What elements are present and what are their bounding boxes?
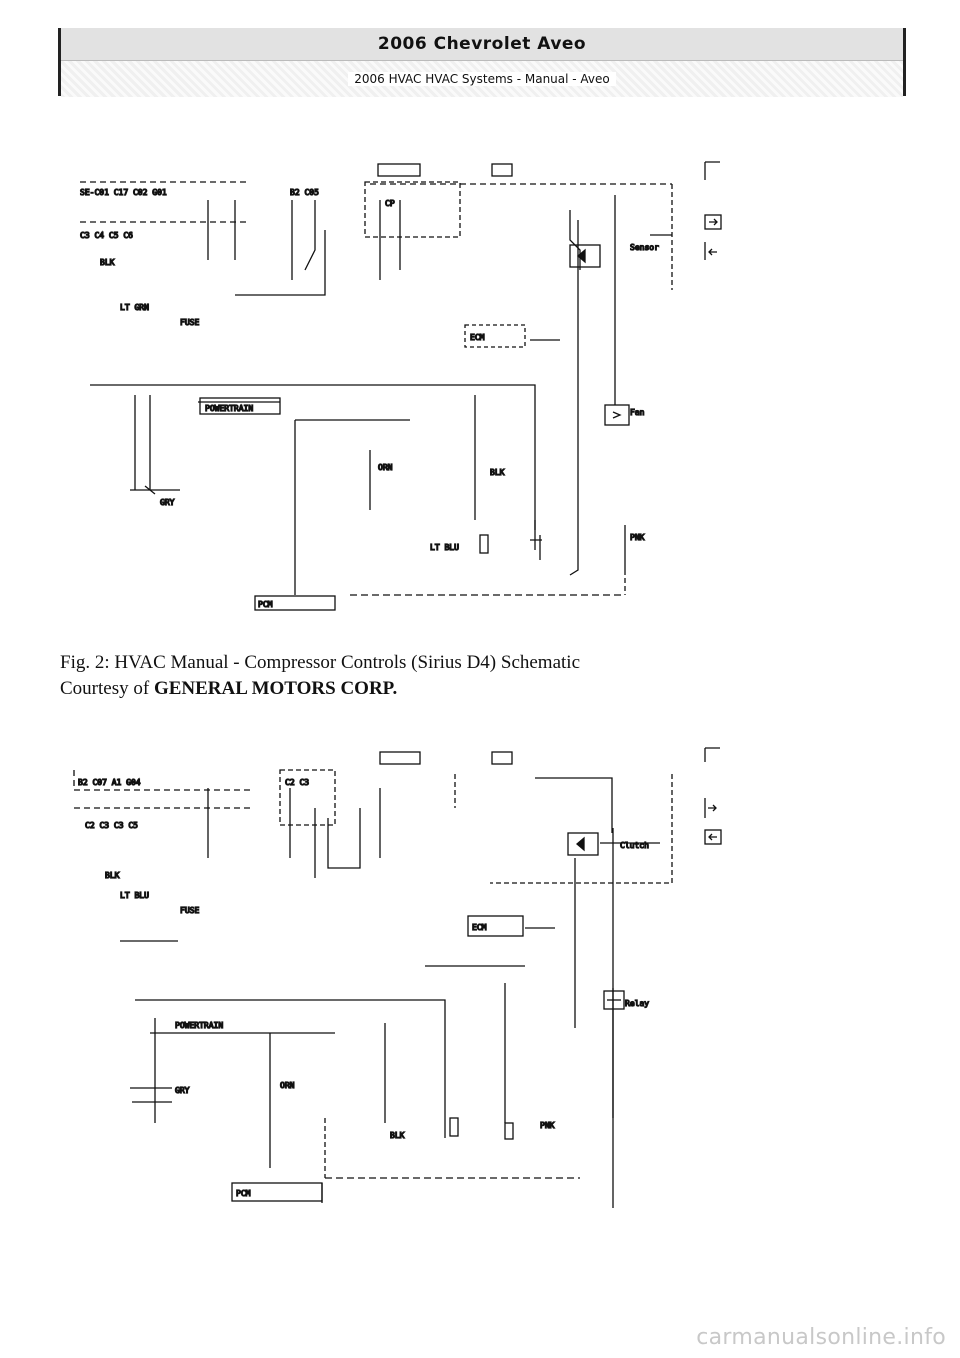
svg-text:C3 C4 C5 C6: C3 C4 C5 C6 (80, 231, 133, 240)
svg-text:FUSE: FUSE (180, 318, 199, 327)
svg-text:Sensor: Sensor (630, 243, 659, 252)
svg-text:BLK: BLK (390, 1131, 405, 1140)
caption-credit: Courtesy of GENERAL MOTORS CORP. (60, 676, 760, 702)
header-title-bar: 2006 Chevrolet Aveo (61, 28, 903, 61)
svg-text:CP: CP (385, 199, 395, 208)
document-title: 2006 Chevrolet Aveo (377, 34, 587, 54)
document-header: 2006 Chevrolet Aveo 2006 HVAC HVAC Syste… (58, 28, 906, 97)
svg-text:LT BLU: LT BLU (120, 891, 149, 900)
svg-text:ORN: ORN (378, 463, 393, 472)
caption-title: Fig. 2: HVAC Manual - Compressor Control… (60, 652, 581, 673)
svg-text:PNK: PNK (540, 1121, 555, 1130)
watermark-url: carmanualsonline.info (696, 1325, 946, 1350)
svg-text:GRY: GRY (160, 498, 175, 507)
svg-text:B2 C05: B2 C05 (290, 188, 319, 197)
svg-text:PNK: PNK (630, 533, 645, 542)
svg-text:ORN: ORN (280, 1081, 295, 1090)
svg-text:C2 C3 C3 C5: C2 C3 C3 C5 (85, 821, 138, 830)
svg-text:GRY: GRY (175, 1086, 190, 1095)
svg-text:B2 C07 A1 G04: B2 C07 A1 G04 (78, 778, 141, 787)
schematic-figure-1: SE-C01 C17 C02 G01 C3 C4 C5 C6 B2 C05 CP… (60, 150, 740, 620)
svg-text:POWERTRAIN: POWERTRAIN (205, 404, 253, 413)
document-subtitle: 2006 HVAC HVAC Systems - Manual - Aveo (348, 72, 616, 86)
svg-text:Clutch: Clutch (620, 841, 649, 850)
caption-credit-prefix: Courtesy of (60, 678, 154, 699)
svg-text:Relay: Relay (625, 999, 649, 1008)
figure-caption: Fig. 2: HVAC Manual - Compressor Control… (60, 650, 760, 702)
svg-text:LT BLU: LT BLU (430, 543, 459, 552)
svg-text:FUSE: FUSE (180, 906, 199, 915)
svg-text:ECM: ECM (470, 333, 485, 342)
schematic-figure-2: B2 C07 A1 G04 C2 C3 C3 C5 C2 C3 Clutch B… (60, 738, 740, 1218)
svg-text:Fan: Fan (630, 408, 645, 417)
svg-text:PCM: PCM (236, 1189, 251, 1198)
svg-text:PCM: PCM (258, 600, 273, 609)
svg-text:POWERTRAIN: POWERTRAIN (175, 1021, 223, 1030)
caption-credit-org: GENERAL MOTORS CORP. (153, 678, 398, 699)
svg-text:BLK: BLK (100, 258, 115, 267)
header-subtitle-bar: 2006 HVAC HVAC Systems - Manual - Aveo (61, 61, 903, 97)
svg-text:C2 C3: C2 C3 (285, 778, 309, 787)
svg-text:BLK: BLK (105, 871, 120, 880)
svg-text:LT GRN: LT GRN (120, 303, 149, 312)
svg-text:BLK: BLK (490, 468, 505, 477)
svg-text:ECM: ECM (472, 923, 487, 932)
svg-text:SE-C01 C17 C02 G01: SE-C01 C17 C02 G01 (80, 188, 167, 197)
